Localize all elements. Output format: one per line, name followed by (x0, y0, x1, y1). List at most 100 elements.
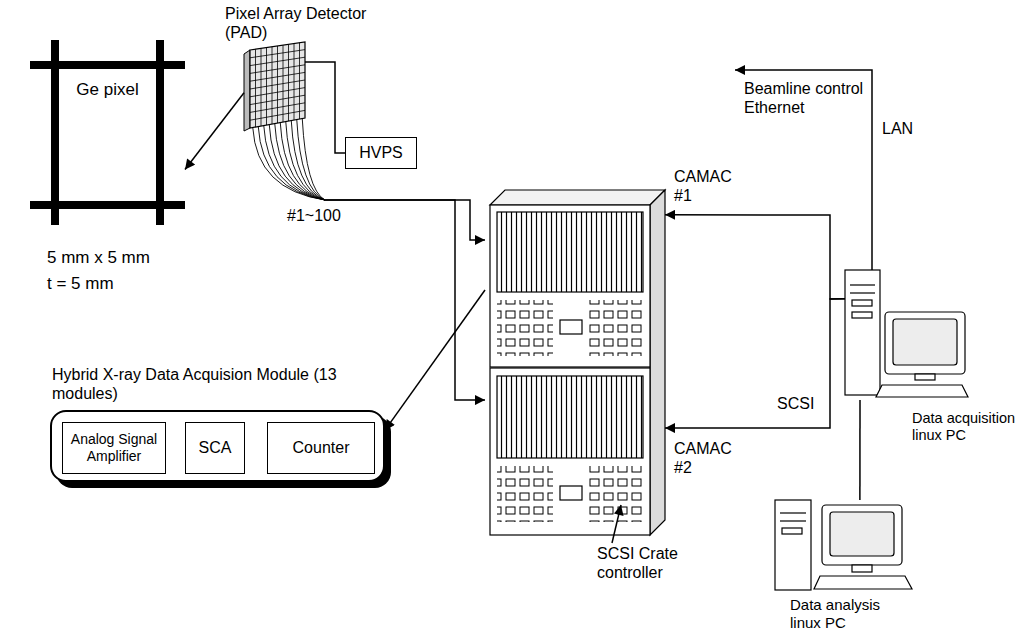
crate-rack (490, 190, 665, 535)
sca-box: SCA (185, 422, 245, 474)
connector-path (859, 400, 861, 500)
upper-crate (490, 205, 650, 367)
counter-box: Counter (267, 422, 375, 474)
connector-path (185, 93, 244, 170)
signal-wire (297, 120, 325, 201)
connector (185, 93, 244, 170)
pc-drive (852, 312, 872, 318)
pc-tower (775, 500, 811, 590)
pad-grid (250, 43, 305, 127)
pad-grid-line (288, 44, 289, 121)
upper-knobs (587, 300, 643, 356)
pad-grid-line (250, 110, 305, 120)
callout-leader (612, 505, 621, 543)
pixel-array-detector: Pixel Array Detector (PAD) (235, 5, 325, 200)
pc-screen (830, 512, 894, 556)
lower-display (560, 486, 582, 500)
lower-knobs (497, 466, 553, 522)
connector (385, 290, 485, 430)
connector (859, 400, 860, 500)
pc-bay (850, 284, 875, 285)
hvps-box: HVPS (345, 137, 417, 169)
bus-label: CAMAC #1 (672, 168, 738, 206)
upper-display (560, 320, 582, 334)
acquisition-pc (845, 270, 968, 397)
connector-path (665, 299, 845, 428)
signal-wire (291, 121, 325, 201)
pad-grid-line (299, 43, 300, 119)
dimension-label: 5 mm x 5 mm (45, 248, 152, 268)
node-label: Pixel Array Detector (PAD) (225, 5, 400, 43)
pc-drive (852, 300, 872, 306)
ge-pixel-frame (30, 40, 185, 225)
pad-grid-line (250, 103, 305, 113)
upper-slots (497, 212, 643, 292)
box-label: SCA (199, 439, 232, 458)
pc-screen (893, 319, 957, 365)
ge-pixel: Ge pixel (30, 40, 185, 225)
box-label: Counter (293, 439, 350, 458)
pc-bay (780, 520, 806, 521)
hv-wire (305, 61, 325, 63)
analysis-pc (775, 500, 912, 590)
network-label: Beamline control Ethernet (742, 80, 868, 118)
pixel-bar (51, 40, 59, 225)
signal-wire (253, 128, 325, 201)
analysis-pc: Data analysis linux PC (770, 500, 915, 592)
network-label: LAN (880, 120, 915, 139)
connector-path (385, 290, 485, 430)
pad-wires (253, 119, 325, 201)
node-label: SCSI Crate controller (597, 545, 697, 583)
pc-keyboard (814, 576, 912, 589)
connector-path (325, 62, 345, 153)
connector (325, 62, 345, 153)
camac-crate: SCSI Crate controller (485, 190, 665, 535)
connector-label: #1~100 (285, 207, 343, 226)
pad-grid-line (294, 44, 295, 120)
bus-label: CAMAC #2 (672, 440, 738, 478)
node-label: Hybrid X-ray Data Acquision Module (13 m… (52, 366, 342, 404)
connector (665, 215, 845, 428)
signal-wire (280, 123, 325, 201)
pad-illustration (244, 42, 325, 200)
pc-bay (780, 512, 806, 513)
pc-drive (782, 528, 802, 534)
pad-grid-line (250, 88, 305, 97)
lower-slots (497, 376, 643, 458)
pc-stand (915, 374, 935, 380)
pad-side (244, 50, 250, 131)
node-label: Data analysis linux PC (790, 596, 900, 631)
pc-stand (852, 565, 872, 572)
pc-monitor (822, 505, 902, 565)
rack-side (650, 190, 665, 535)
acquisition-pc: Data acquisition linux PC (845, 265, 970, 400)
rack-top (490, 190, 665, 205)
module-box: Hybrid X-ray Data Acquision Module (13 m… (50, 410, 385, 482)
signal-wire (302, 119, 325, 201)
connector-path (325, 200, 485, 240)
amplifier-box: Analog Signal Amplifier (62, 422, 166, 474)
signal-wire (286, 122, 325, 201)
pad-grid-line (250, 80, 305, 89)
pad-grid-line (250, 95, 305, 104)
signal-wire (275, 124, 325, 201)
pc-bay (850, 292, 875, 293)
connector (325, 200, 485, 400)
ethernet-line (735, 70, 872, 270)
connector-label: SCSI (775, 395, 816, 414)
box-label: Analog Signal Amplifier (67, 431, 161, 464)
pixel-bar (156, 40, 164, 225)
connector-path (325, 200, 485, 400)
node-label: Ge pixel (30, 80, 185, 100)
pc-keyboard (876, 385, 968, 397)
box-label: HVPS (359, 144, 403, 163)
pc-tower (845, 270, 880, 395)
lower-knobs (587, 466, 643, 522)
connector-path (665, 215, 845, 299)
pc-monitor (885, 312, 965, 374)
pad-grid-line (283, 45, 284, 122)
